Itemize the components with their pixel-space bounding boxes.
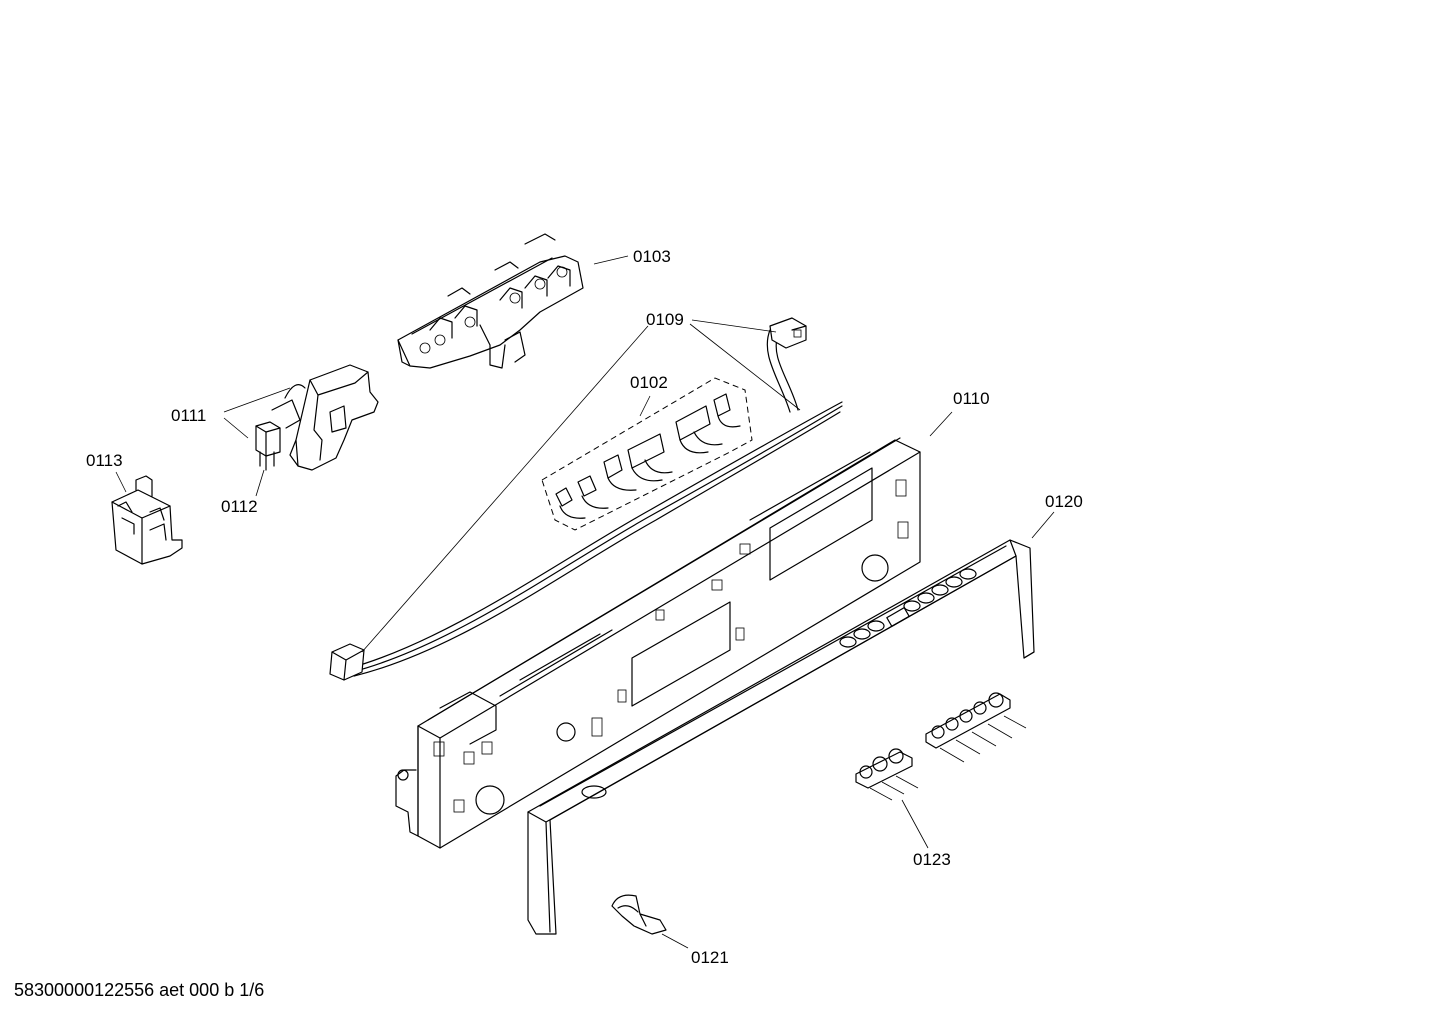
label-0109: 0109 bbox=[646, 310, 684, 329]
label-0123: 0123 bbox=[913, 850, 951, 869]
part-0112-relay[interactable] bbox=[255, 421, 281, 471]
label-0120: 0120 bbox=[1045, 492, 1083, 511]
part-0123-button-carriers[interactable] bbox=[855, 692, 1027, 801]
part-0110-control-panel-frame[interactable] bbox=[395, 437, 921, 849]
label-0112: 0112 bbox=[221, 497, 258, 516]
document-code: 58300000122556 aet 000 b 1/6 bbox=[14, 980, 265, 1000]
leader-lines bbox=[115, 255, 1055, 949]
label-0121: 0121 bbox=[691, 948, 729, 967]
part-0102-connector-set[interactable] bbox=[541, 377, 753, 531]
part-labels: 0103 0109 0102 0110 0111 0113 0112 0120 … bbox=[86, 247, 1083, 967]
label-0110: 0110 bbox=[953, 389, 990, 408]
label-0113: 0113 bbox=[86, 451, 123, 470]
part-0103-control-module[interactable] bbox=[397, 233, 584, 369]
part-0111-switch[interactable] bbox=[271, 364, 379, 471]
label-0102: 0102 bbox=[630, 373, 668, 392]
part-0121-clip[interactable] bbox=[611, 894, 667, 935]
label-0111: 0111 bbox=[171, 406, 206, 425]
part-0113-connector-block[interactable] bbox=[111, 475, 183, 565]
part-0109-wiring-harness[interactable] bbox=[329, 317, 843, 681]
part-0120-fascia-trim[interactable] bbox=[527, 539, 1035, 935]
label-0103: 0103 bbox=[633, 247, 671, 266]
